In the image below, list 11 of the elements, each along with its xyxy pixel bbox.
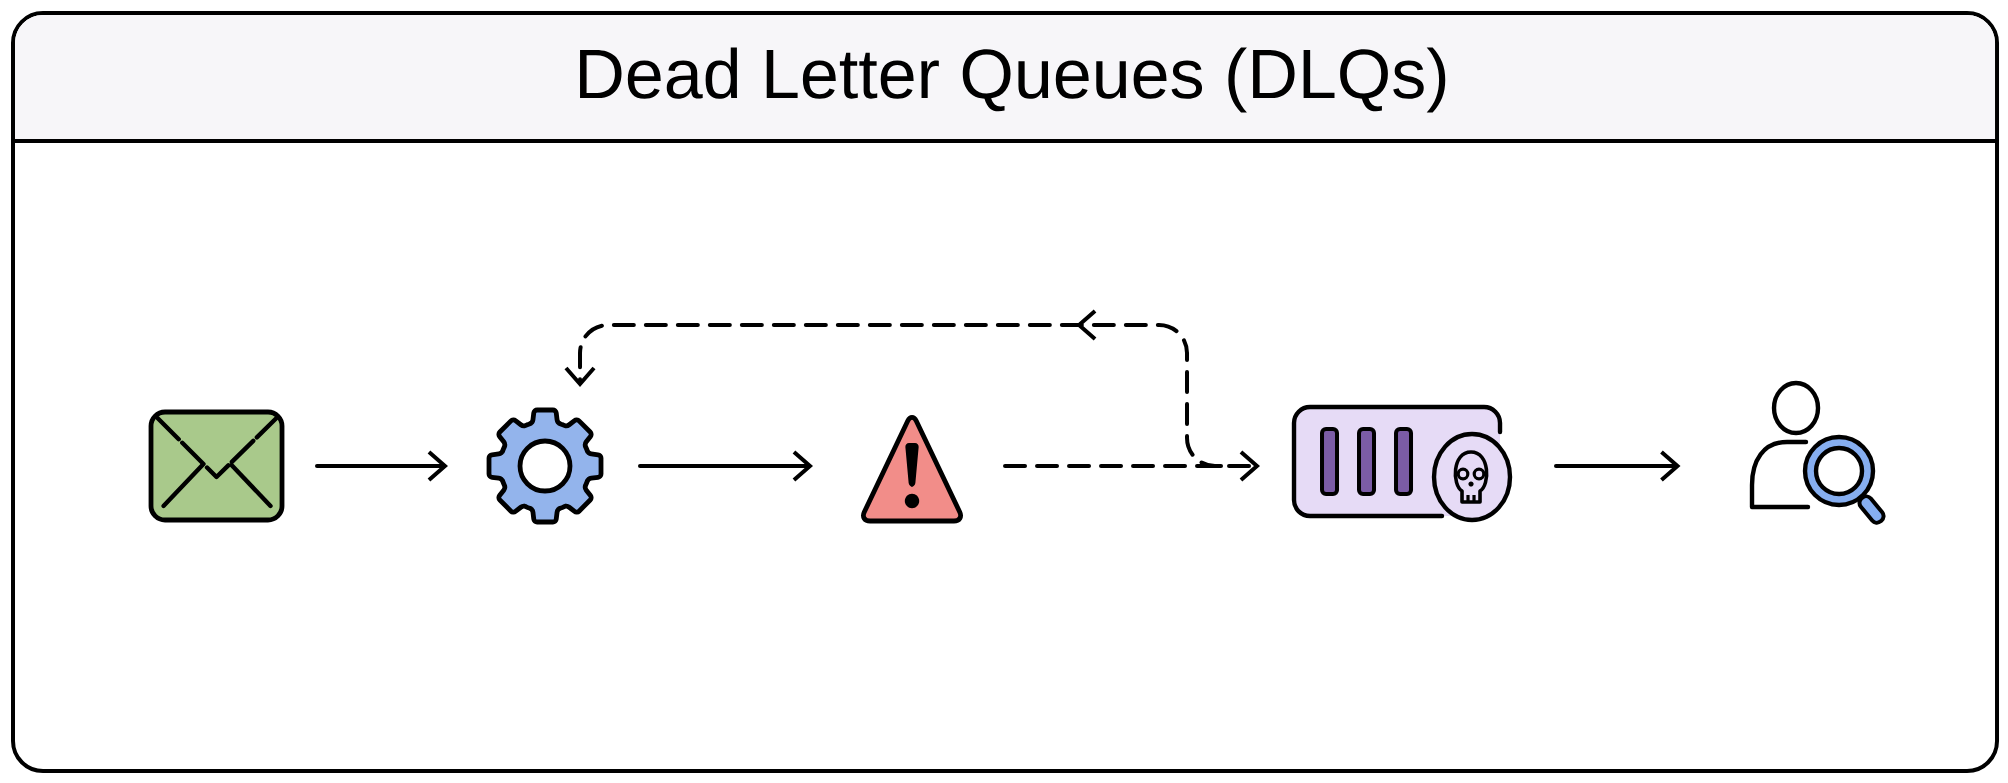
gear-icon [486, 407, 604, 525]
title-bar: Dead Letter Queues (DLQs) [15, 15, 1995, 139]
dashed-arrow [564, 309, 1223, 468]
queue-skull-icon [1291, 404, 1513, 523]
arrow [638, 450, 813, 482]
warning-triangle-icon [861, 414, 963, 524]
person-magnifier-icon [1749, 380, 1886, 525]
dashed-arrow [1003, 450, 1260, 482]
arrow [1554, 450, 1681, 482]
arrow [315, 450, 448, 482]
envelope-icon [148, 409, 285, 523]
